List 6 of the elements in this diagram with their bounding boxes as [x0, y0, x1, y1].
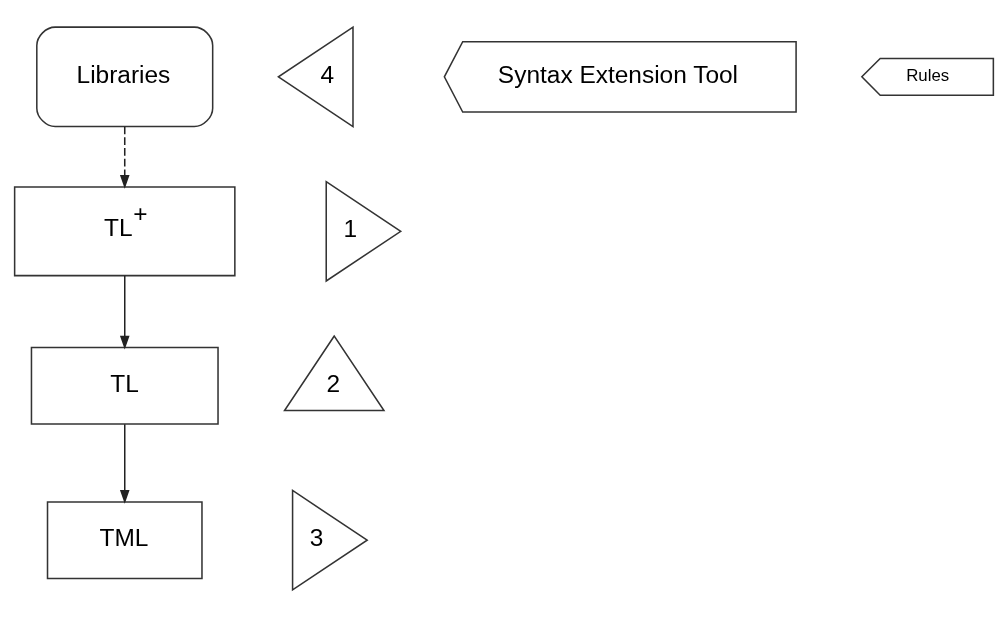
arrow	[119, 125, 130, 189]
arrow	[119, 423, 130, 504]
node-box: Libraries	[36, 26, 214, 128]
node-box: TML	[46, 501, 203, 580]
node-box: TL	[30, 346, 219, 425]
arrow	[119, 275, 130, 350]
